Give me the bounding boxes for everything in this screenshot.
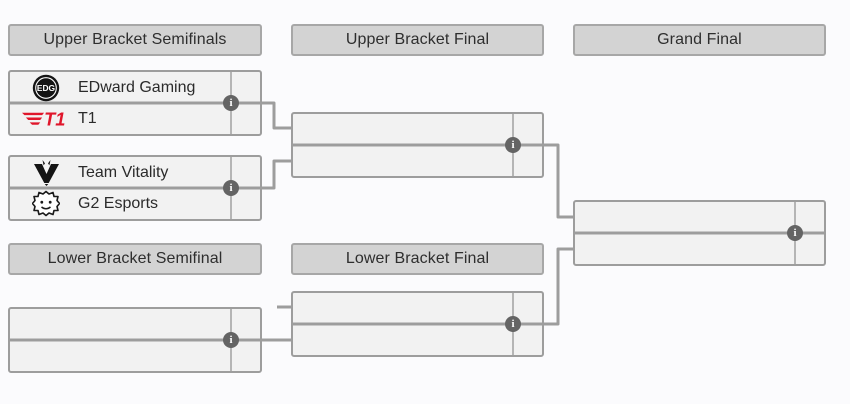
team-slot-empty	[293, 145, 542, 176]
header-upper-bracket-semifinals: Upper Bracket Semifinals	[8, 24, 262, 56]
match-row-divider	[573, 231, 826, 235]
info-icon[interactable]: i	[505, 316, 521, 332]
info-glyph: i	[229, 334, 233, 346]
team-slot-empty	[293, 293, 542, 324]
info-glyph: i	[511, 139, 515, 151]
header-label: Lower Bracket Semifinal	[47, 250, 223, 267]
connector-line	[260, 159, 293, 190]
header-upper-bracket-final: Upper Bracket Final	[291, 24, 544, 56]
match-row-divider	[8, 338, 262, 342]
connector-line	[542, 247, 575, 326]
header-lower-bracket-final: Lower Bracket Final	[291, 243, 544, 275]
team-name[interactable]: G2 Esports	[78, 194, 159, 212]
info-glyph: i	[229, 182, 233, 194]
header-lower-bracket-semifinal: Lower Bracket Semifinal	[8, 243, 262, 275]
info-glyph: i	[511, 318, 515, 330]
info-icon[interactable]: i	[787, 225, 803, 241]
team-slot-empty	[10, 340, 260, 371]
team-slot-empty	[293, 324, 542, 355]
match-upper-semifinal-1: EDG EDward Gaming T1 T1 i	[8, 70, 262, 136]
team-slot-edward-gaming[interactable]: EDG EDward Gaming	[10, 72, 260, 103]
svg-text:EDG: EDG	[37, 83, 55, 93]
match-upper-semifinal-2: Team Vitality G2 Esports i	[8, 155, 262, 221]
match-row-divider	[8, 101, 262, 105]
team-slot-g2-esports[interactable]: G2 Esports	[10, 188, 260, 219]
team-name[interactable]: T1	[78, 109, 97, 127]
connector-line	[260, 101, 293, 130]
match-row-divider	[291, 322, 544, 326]
match-lower-bracket-semifinal: i	[8, 307, 262, 373]
team-slot-team-vitality[interactable]: Team Vitality	[10, 157, 260, 188]
info-icon[interactable]: i	[223, 332, 239, 348]
info-icon[interactable]: i	[505, 137, 521, 153]
match-lower-bracket-final: i	[291, 291, 544, 357]
info-glyph: i	[229, 97, 233, 109]
header-label: Upper Bracket Semifinals	[43, 31, 227, 48]
header-label: Lower Bracket Final	[345, 250, 490, 267]
team-slot-empty	[575, 233, 824, 264]
info-icon[interactable]: i	[223, 95, 239, 111]
team-name[interactable]: EDward Gaming	[78, 78, 196, 96]
info-icon[interactable]: i	[223, 180, 239, 196]
svg-text:T1: T1	[44, 110, 65, 128]
t1-logo: T1	[22, 110, 70, 128]
connector-line	[542, 143, 575, 219]
g2-logo	[22, 190, 70, 217]
vitality-logo	[22, 159, 70, 186]
team-slot-empty	[293, 114, 542, 145]
info-glyph: i	[793, 227, 797, 239]
header-label: Grand Final	[657, 31, 742, 48]
header-grand-final: Grand Final	[573, 24, 826, 56]
team-slot-t1[interactable]: T1 T1	[10, 103, 260, 134]
match-grand-final: i	[573, 200, 826, 266]
team-slot-empty	[575, 202, 824, 233]
match-upper-bracket-final: i	[291, 112, 544, 178]
header-label: Upper Bracket Final	[345, 31, 490, 48]
team-slot-empty	[10, 309, 260, 340]
match-row-divider	[291, 143, 544, 147]
team-name[interactable]: Team Vitality	[78, 163, 169, 181]
edg-logo: EDG	[22, 74, 70, 102]
match-row-divider	[8, 186, 262, 190]
